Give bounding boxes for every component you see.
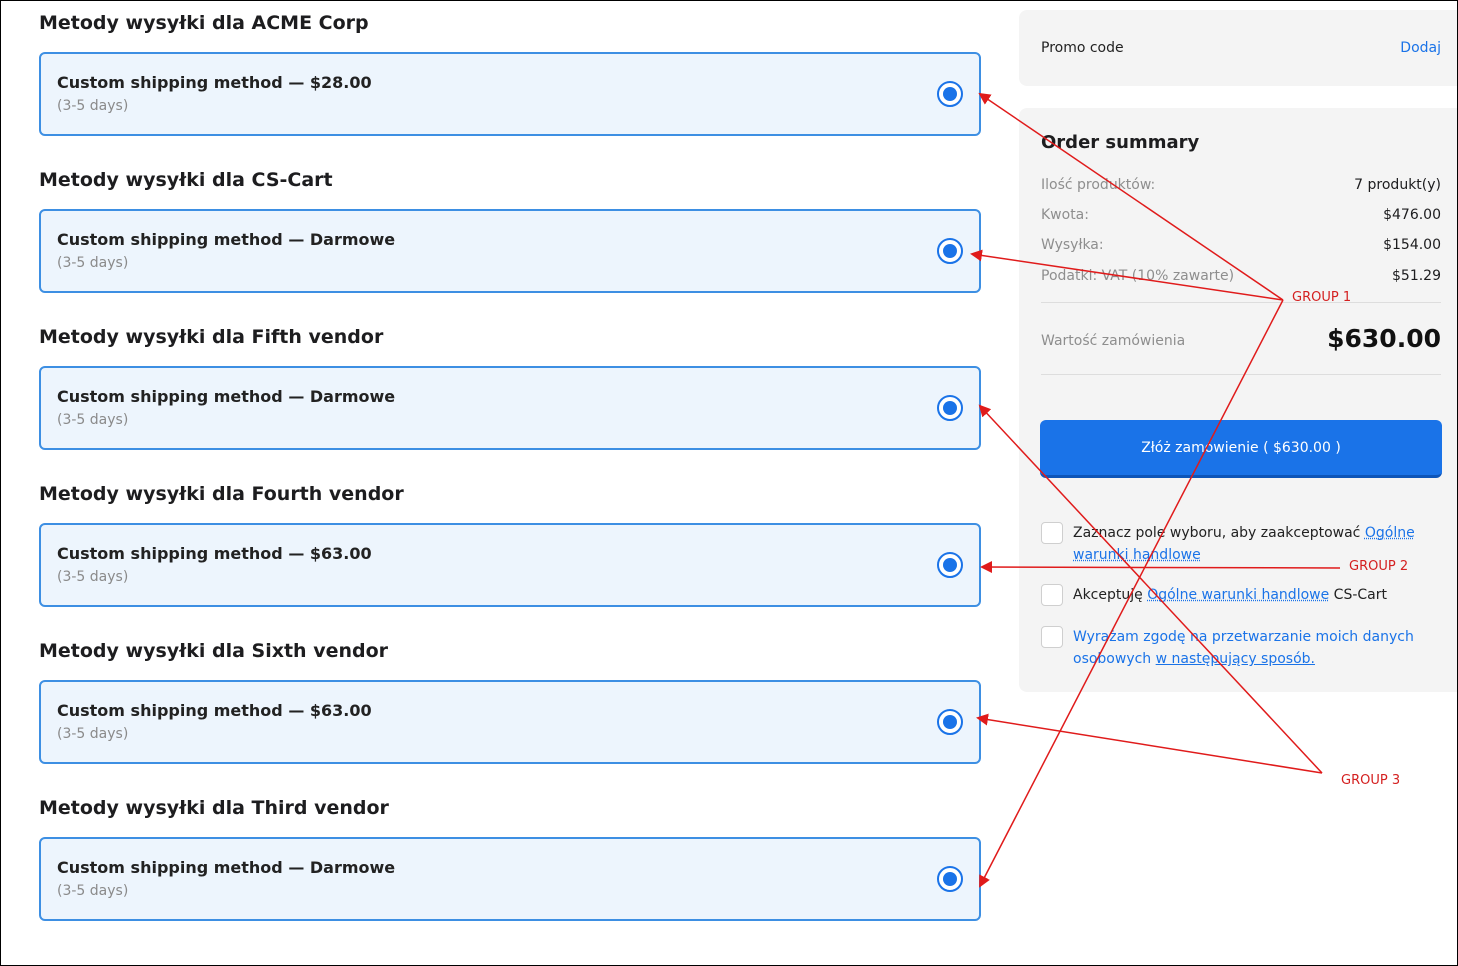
shipping-method-days: (3-5 days) [57, 255, 129, 271]
annotation-arrow-group3-sixth [976, 713, 1323, 774]
shipping-option-card[interactable]: Custom shipping method — Darmowe (3-5 da… [39, 366, 981, 450]
summary-value: $154.00 [1383, 237, 1441, 253]
order-total-label: Wartość zamówienia [1041, 333, 1186, 349]
summary-row-taxes: Podatki: VAT (10% zawarte) $51.29 [1041, 268, 1441, 288]
shipping-option-card[interactable]: Custom shipping method — $63.00 (3-5 day… [39, 523, 981, 607]
vendor-title: Metody wysyłki dla Third vendor [39, 797, 389, 819]
summary-label: Wysyłka: [1041, 237, 1104, 253]
order-summary-panel: Order summary Ilość produktów: 7 produkt… [1019, 108, 1458, 692]
shipping-method-name: Custom shipping method — $63.00 [57, 701, 372, 720]
shipping-option-card[interactable]: Custom shipping method — $28.00 (3-5 day… [39, 52, 981, 136]
order-summary-title: Order summary [1041, 132, 1200, 153]
summary-label: Kwota: [1041, 207, 1089, 223]
summary-row-shipping: Wysyłka: $154.00 [1041, 237, 1441, 257]
group-2-label: GROUP 2 [1349, 559, 1409, 574]
vendor-title: Metody wysyłki dla CS-Cart [39, 169, 333, 191]
summary-label: Podatki: VAT (10% zawarte) [1041, 268, 1235, 284]
promo-code-label: Promo code [1041, 40, 1124, 56]
cs-cart-terms-prefix: Akceptuję [1073, 587, 1143, 603]
summary-value: 7 produkt(y) [1354, 177, 1441, 193]
shipping-method-days: (3-5 days) [57, 883, 129, 899]
summary-row-products: Ilość produktów: 7 produkt(y) [1041, 177, 1441, 197]
vendor-title: Metody wysyłki dla ACME Corp [39, 12, 369, 34]
summary-label: Ilość produktów: [1041, 177, 1156, 193]
shipping-option-card[interactable]: Custom shipping method — $63.00 (3-5 day… [39, 680, 981, 764]
shipping-method-days: (3-5 days) [57, 726, 129, 742]
shipping-method-name: Custom shipping method — Darmowe [57, 230, 396, 249]
shipping-radio[interactable] [937, 866, 963, 892]
terms-checkbox[interactable] [1041, 522, 1063, 544]
shipping-method-name: Custom shipping method — $63.00 [57, 544, 372, 563]
summary-divider [1041, 374, 1441, 375]
shipping-radio[interactable] [937, 238, 963, 264]
cs-cart-terms-text: Akceptuję Ogólne warunki handlowe CS-Car… [1073, 584, 1443, 606]
promo-code-panel: Promo code Dodaj [1019, 10, 1458, 86]
shipping-method-name: Custom shipping method — Darmowe [57, 387, 396, 406]
cs-cart-terms-link[interactable]: Ogólne warunki handlowe [1147, 587, 1330, 603]
place-order-button[interactable]: Złóż zamówienie ( $630.00 ) [1040, 420, 1442, 478]
group-1-label: GROUP 1 [1292, 290, 1352, 305]
privacy-link[interactable]: w następujący sposób. [1155, 651, 1315, 667]
summary-value: $476.00 [1383, 207, 1441, 223]
shipping-method-days: (3-5 days) [57, 412, 129, 428]
shipping-radio[interactable] [937, 81, 963, 107]
summary-row-subtotal: Kwota: $476.00 [1041, 207, 1441, 227]
cs-cart-terms-checkbox[interactable] [1041, 584, 1063, 606]
summary-divider [1041, 302, 1441, 303]
privacy-text: Wyrażam zgodę na przetwarzanie moich dan… [1073, 626, 1443, 670]
order-total-value: $630.00 [1327, 324, 1441, 353]
privacy-checkbox[interactable] [1041, 626, 1063, 648]
shipping-method-name: Custom shipping method — Darmowe [57, 858, 396, 877]
shipping-radio[interactable] [937, 709, 963, 735]
group-3-label: GROUP 3 [1341, 773, 1401, 788]
vendor-title: Metody wysyłki dla Fourth vendor [39, 483, 404, 505]
summary-value: $51.29 [1392, 268, 1441, 284]
promo-add-link[interactable]: Dodaj [1400, 40, 1441, 56]
vendor-title: Metody wysyłki dla Fifth vendor [39, 326, 384, 348]
terms-label: Zaznacz pole wyboru, aby zaakceptować [1073, 525, 1361, 541]
shipping-radio[interactable] [937, 552, 963, 578]
shipping-method-days: (3-5 days) [57, 569, 129, 585]
shipping-method-days: (3-5 days) [57, 98, 129, 114]
shipping-method-name: Custom shipping method — $28.00 [57, 73, 372, 92]
shipping-radio[interactable] [937, 395, 963, 421]
vendor-title: Metody wysyłki dla Sixth vendor [39, 640, 389, 662]
shipping-option-card[interactable]: Custom shipping method — Darmowe (3-5 da… [39, 837, 981, 921]
shipping-option-card[interactable]: Custom shipping method — Darmowe (3-5 da… [39, 209, 981, 293]
cs-cart-terms-suffix: CS-Cart [1333, 587, 1387, 603]
